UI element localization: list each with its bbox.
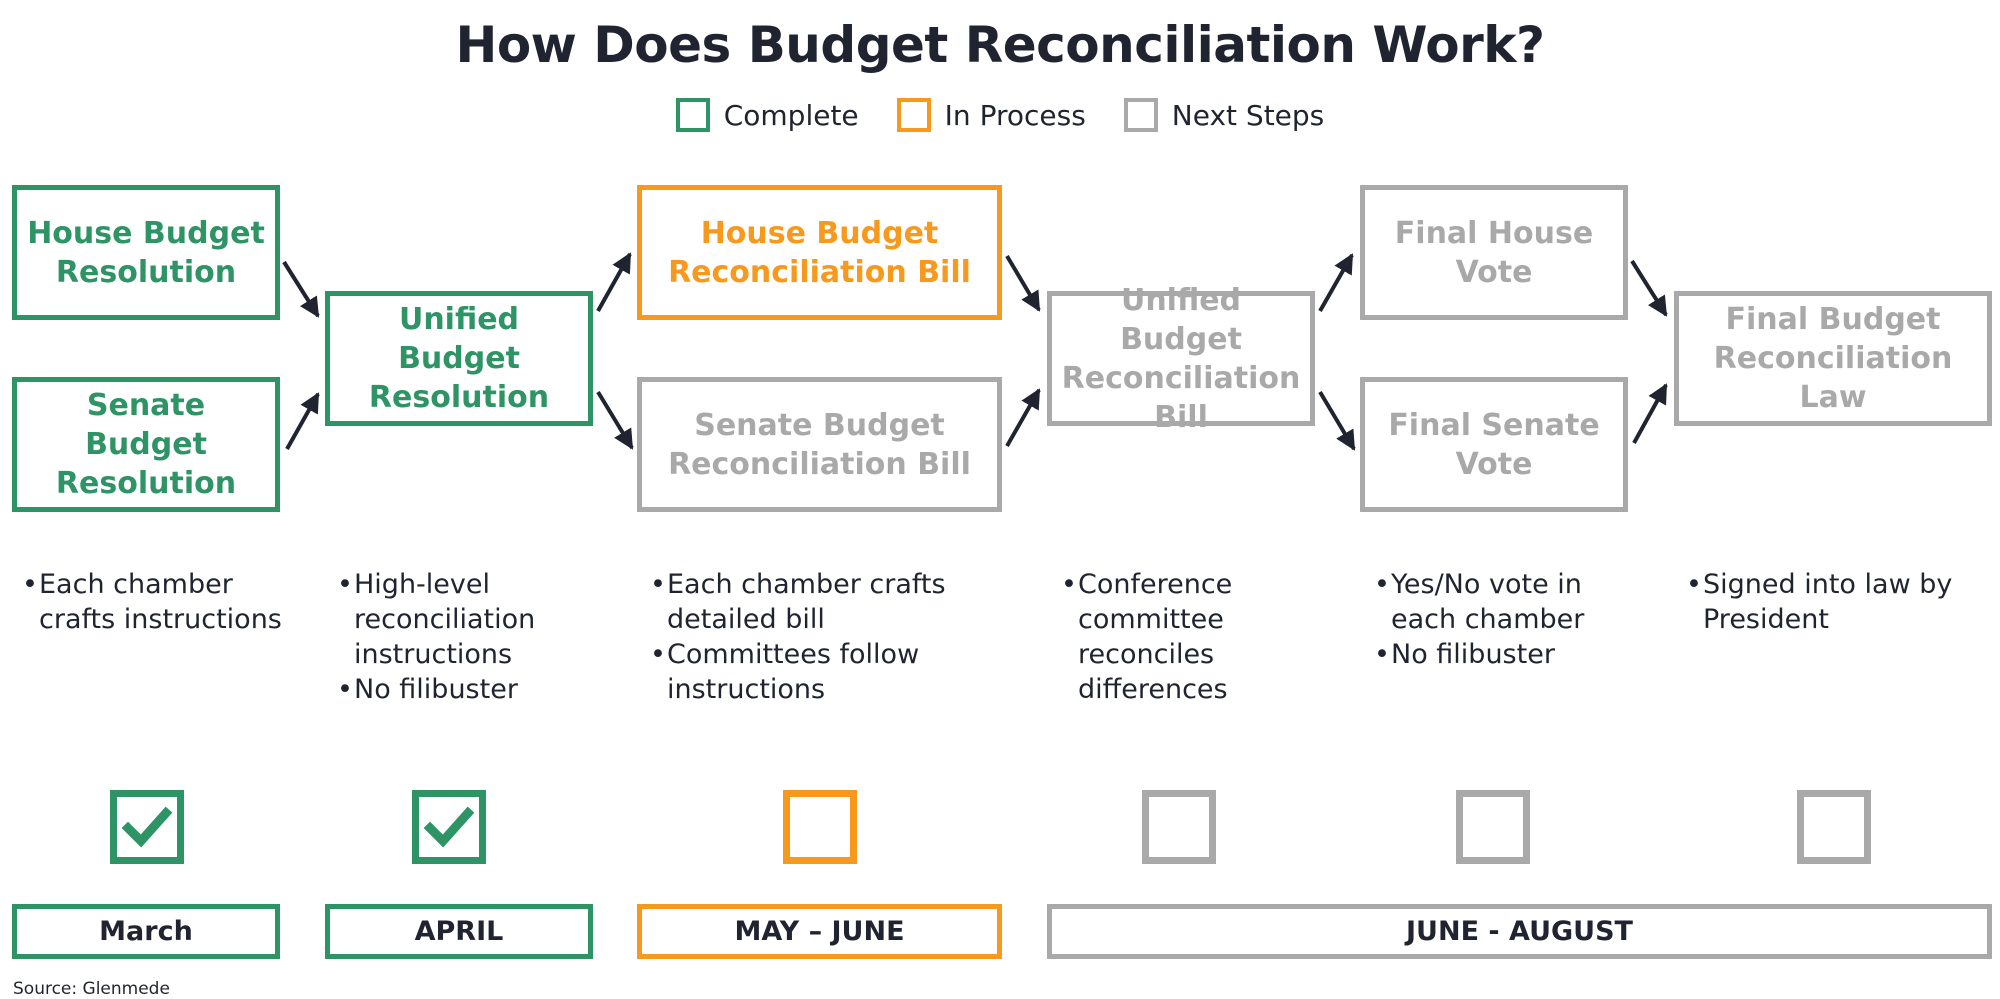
node-label: House Budget Reconciliation Bill: [668, 215, 971, 290]
legend-swatch-next-steps: [1123, 98, 1158, 132]
legend-label-complete: Complete: [723, 98, 859, 132]
timeline-label: APRIL: [414, 916, 504, 947]
description-april: High-level reconciliation instructions N…: [337, 567, 587, 707]
arrow-senate-res-to-unified-res: [285, 392, 320, 450]
node-senate-budget-resolution: Senate Budget Resolution: [12, 377, 280, 512]
timeline-june-august: JUNE - AUGUST: [1047, 904, 1992, 959]
source-note: Source: Glenmede: [13, 979, 170, 999]
node-house-budget-resolution: House Budget Resolution: [12, 185, 280, 320]
description-march: Each chamber crafts instructions: [22, 567, 284, 637]
status-checkbox-may-june: [783, 790, 857, 864]
description-bullet: Committees follow instructions: [650, 637, 970, 707]
node-label: House Budget Resolution: [27, 215, 265, 290]
arrow-house-bill-to-unified-bill: [1005, 254, 1041, 312]
arrow-house-vote-to-law: [1630, 259, 1668, 317]
node-label: Final Budget Reconciliation Law: [1713, 302, 1953, 415]
legend-swatch-complete: [675, 98, 710, 132]
description-conference: Conference committee reconciles differen…: [1061, 567, 1301, 707]
arrow-house-res-to-unified-res: [282, 260, 320, 318]
node-label: Final Senate Vote: [1388, 407, 1600, 482]
arrow-unified-res-to-senate-bill: [596, 390, 634, 450]
description-bullet: Each chamber crafts detailed bill: [650, 567, 970, 637]
legend-label-in-process: In Process: [944, 98, 1086, 132]
description-final-vote: Yes/No vote in each chamber No filibuste…: [1374, 567, 1634, 672]
checkmark-icon: [423, 806, 475, 848]
node-final-reconciliation-law: Final Budget Reconciliation Law: [1674, 291, 1992, 426]
node-final-house-vote: Final House Vote: [1360, 185, 1628, 320]
description-may-june: Each chamber crafts detailed bill Commit…: [650, 567, 970, 707]
description-bullet: Conference committee reconciles differen…: [1061, 567, 1301, 707]
description-bullet: Each chamber crafts instructions: [22, 567, 284, 637]
description-bullet: High-level reconciliation instructions: [337, 567, 587, 672]
node-final-senate-vote: Final Senate Vote: [1360, 377, 1628, 512]
legend-swatch-in-process: [896, 98, 931, 132]
timeline-march: March: [12, 904, 280, 959]
timeline-label: MAY – JUNE: [734, 916, 905, 947]
timeline-label: JUNE - AUGUST: [1406, 916, 1633, 947]
status-checkbox-march: [110, 790, 184, 864]
node-label: Senate Budget Resolution: [55, 388, 237, 501]
arrow-unified-bill-to-senate-vote: [1318, 390, 1356, 451]
arrow-senate-bill-to-unified-bill: [1005, 388, 1041, 447]
status-checkbox-conference: [1142, 790, 1216, 864]
legend-label-next-steps: Next Steps: [1171, 98, 1325, 132]
node-senate-reconciliation-bill: Senate Budget Reconciliation Bill: [637, 377, 1002, 512]
node-label: Senate Budget Reconciliation Bill: [668, 407, 971, 482]
timeline-label: March: [99, 916, 193, 947]
node-unified-budget-resolution: Unified Budget Resolution: [325, 291, 593, 426]
page-title: How Does Budget Reconciliation Work?: [455, 16, 1545, 74]
node-house-reconciliation-bill: House Budget Reconciliation Bill: [637, 185, 1002, 320]
status-checkbox-april: [412, 790, 486, 864]
legend: Complete In Process Next Steps: [0, 94, 2000, 136]
status-checkbox-law: [1797, 790, 1871, 864]
arrow-senate-vote-to-law: [1632, 383, 1668, 444]
timeline-april: APRIL: [325, 904, 593, 959]
node-unified-reconciliation-bill: Unified Budget Reconciliation Bill: [1047, 283, 1315, 435]
description-bullet: No filibuster: [1374, 637, 1634, 672]
description-bullet: No filibuster: [337, 672, 587, 707]
description-bullet: Yes/No vote in each chamber: [1374, 567, 1634, 637]
description-law: Signed into law by President: [1686, 567, 1976, 637]
legend-item-complete: Complete: [675, 98, 859, 132]
legend-item-next-steps: Next Steps: [1123, 98, 1325, 132]
node-label: Unified Budget Reconciliation Bill: [1061, 282, 1301, 435]
checkmark-icon: [121, 806, 173, 848]
timeline-may-june: MAY – JUNE: [637, 904, 1002, 959]
description-bullet: Signed into law by President: [1686, 567, 1976, 637]
node-label: Final House Vote: [1394, 215, 1594, 290]
arrow-unified-res-to-house-bill: [596, 252, 632, 312]
arrow-unified-bill-to-house-vote: [1318, 253, 1354, 312]
status-checkbox-final-vote: [1456, 790, 1530, 864]
legend-item-in-process: In Process: [896, 98, 1086, 132]
node-label: Unified Budget Resolution: [368, 302, 550, 415]
